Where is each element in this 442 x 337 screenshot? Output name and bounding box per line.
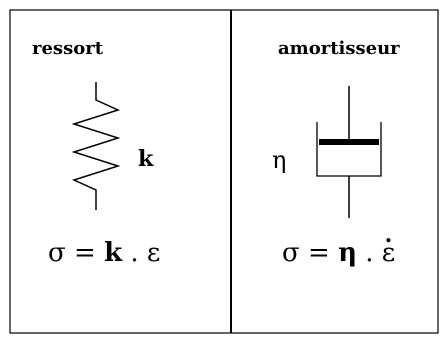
damper-equation: σ = η . ε [282, 238, 395, 268]
damper-eq-coef: η [338, 238, 357, 268]
spring-eq-lhs: σ [48, 238, 66, 268]
spring-constant-label: k [138, 146, 154, 172]
spring-symbol [71, 82, 121, 210]
outer-border [9, 9, 439, 334]
spring-eq-var: ε [146, 238, 161, 268]
damper-eq-var: ε [382, 238, 395, 268]
damper-eq-equals: = [299, 238, 339, 268]
damper-eq-op: . [356, 238, 382, 268]
spring-eq-op: . [122, 238, 147, 268]
spring-eq-equals: = [65, 238, 105, 268]
spring-eq-coef: k [104, 238, 123, 268]
viscosity-label: η [272, 146, 287, 174]
damper-symbol [316, 86, 382, 218]
spring-equation: σ = k . ε [48, 238, 160, 268]
damper-eq-lhs: σ [282, 238, 300, 268]
spring-title: ressort [32, 38, 104, 59]
damper-title: amortisseur [278, 38, 400, 59]
